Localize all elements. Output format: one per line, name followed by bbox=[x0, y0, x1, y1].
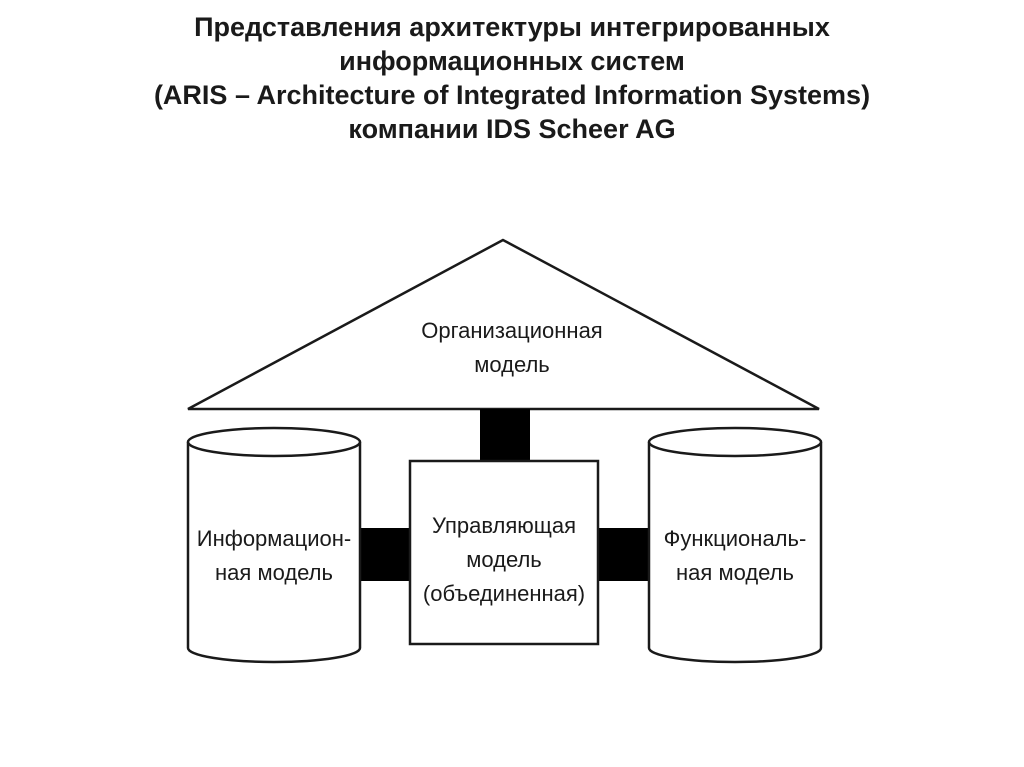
functional-model-cylinder-top bbox=[647, 426, 823, 458]
control-model-label-1: Управляющая bbox=[432, 513, 576, 538]
connector-information-to-control bbox=[359, 528, 411, 581]
functional-model: Функциональ- ная модель bbox=[647, 426, 823, 664]
control-model-label-2: модель bbox=[466, 547, 542, 572]
functional-model-label-2: ная модель bbox=[676, 560, 794, 585]
information-model-cylinder bbox=[186, 442, 362, 664]
title-line-1: Представления архитектуры интегрированны… bbox=[194, 12, 830, 42]
information-model-label-2: ная модель bbox=[215, 560, 333, 585]
information-model-label-1: Информацион- bbox=[197, 526, 352, 551]
control-model-label-3: (объединенная) bbox=[423, 581, 585, 606]
connector-control-to-functional bbox=[597, 528, 649, 581]
title-line-2: информационных систем bbox=[339, 46, 685, 76]
slide-title: Представления архитектуры интегрированны… bbox=[0, 10, 1024, 146]
information-model: Информацион- ная модель bbox=[186, 426, 362, 664]
title-line-4: компании IDS Scheer AG bbox=[348, 114, 676, 144]
functional-model-label-1: Функциональ- bbox=[664, 526, 807, 551]
title-line-3: (ARIS – Architecture of Integrated Infor… bbox=[153, 80, 871, 110]
control-model: Управляющая модель (объединенная) bbox=[408, 459, 600, 646]
connector-roof-to-control bbox=[480, 409, 530, 462]
organizational-model-label-1: Организационная bbox=[421, 318, 602, 343]
control-model-box bbox=[408, 459, 600, 646]
organizational-model-label-2: модель bbox=[474, 352, 550, 377]
organizational-model: Организационная модель bbox=[187, 238, 820, 411]
functional-model-cylinder bbox=[647, 442, 823, 664]
information-model-cylinder-top bbox=[186, 426, 362, 458]
